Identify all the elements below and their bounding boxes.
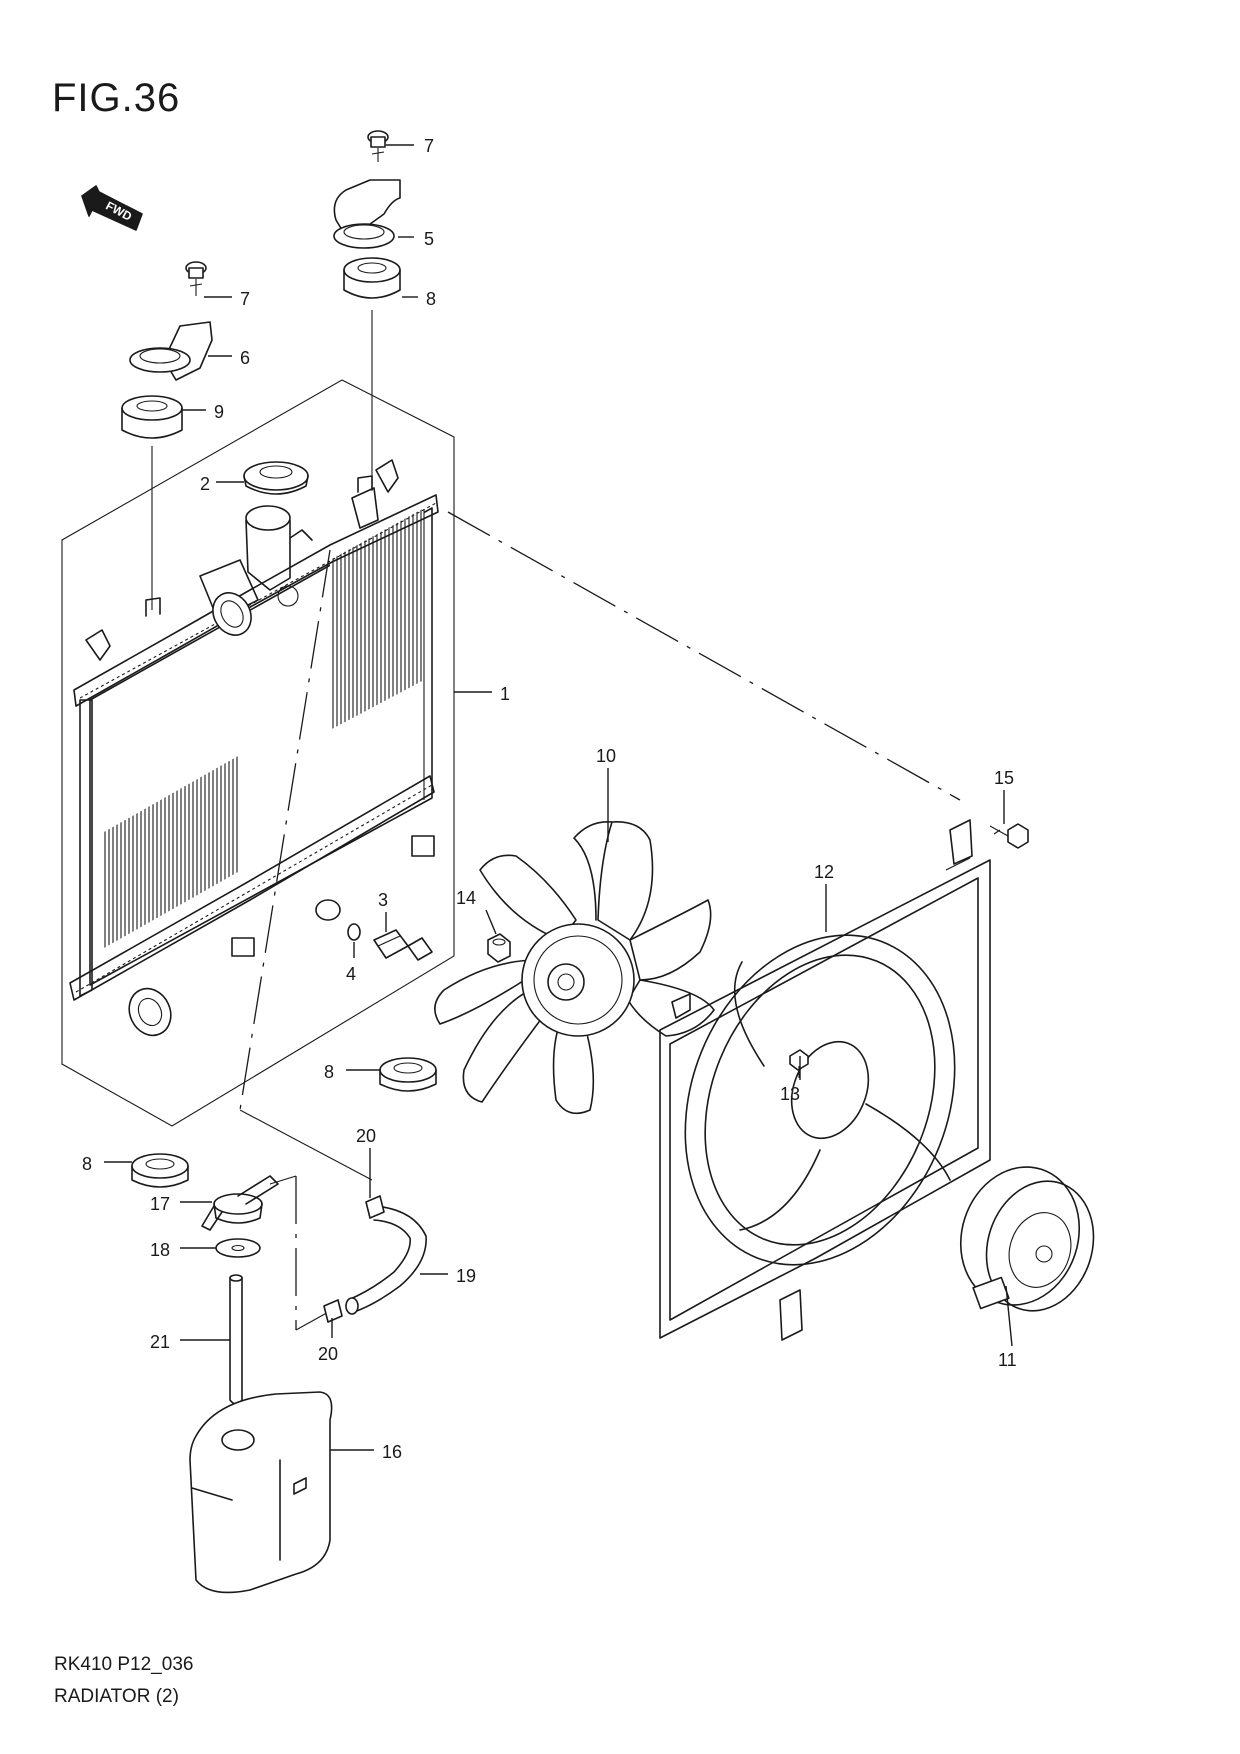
cap-packing — [215, 1238, 261, 1258]
upper-clamp-bracket — [333, 179, 401, 249]
radiator-cap — [243, 461, 309, 495]
fan-shroud — [659, 819, 991, 1341]
callout-4: 4 — [346, 964, 356, 984]
callout-19: 19 — [456, 1266, 476, 1286]
o-ring — [347, 923, 361, 941]
cooling-fan — [434, 821, 715, 1115]
hose-clip-upper — [365, 1195, 385, 1219]
callout-13: 13 — [780, 1084, 800, 1104]
callout-5: 5 — [424, 229, 434, 249]
callout-18: 18 — [150, 1240, 170, 1260]
callout-11: 11 — [998, 1350, 1017, 1370]
fan-motor — [959, 1166, 1095, 1312]
callout-8: 8 — [82, 1154, 92, 1174]
hose-clip-lower — [323, 1299, 343, 1323]
radiator — [69, 459, 439, 1037]
figure-name: RADIATOR (2) — [54, 1686, 179, 1707]
callout-14: 14 — [456, 888, 476, 908]
nut — [487, 933, 511, 963]
callout-20: 20 — [356, 1126, 376, 1146]
callout-12: 12 — [814, 862, 834, 882]
cushion-middle — [379, 1057, 437, 1092]
reservoir-tank — [189, 1391, 333, 1594]
bolt-upper — [367, 130, 389, 162]
callout-6: 6 — [240, 348, 250, 368]
lower-clamp-bracket — [129, 321, 213, 381]
leader-lines — [104, 144, 1013, 1451]
callout-labels: 7 5 8 7 6 9 2 1 3 4 10 14 12 15 13 11 8 … — [82, 136, 1017, 1462]
callout-16: 16 — [382, 1442, 402, 1462]
cushion-left — [131, 1153, 189, 1188]
figure-title: FIG.36 — [52, 76, 181, 120]
callout-1: 1 — [500, 684, 510, 704]
callout-2: 2 — [200, 474, 210, 494]
cushion-upper — [343, 257, 401, 299]
callout-3: 3 — [378, 890, 388, 910]
callout-21: 21 — [150, 1332, 170, 1352]
callout-7: 7 — [424, 136, 434, 156]
reservoir-cap — [201, 1175, 279, 1231]
bolt-lower — [185, 261, 207, 296]
figure-code: RK410 P12_036 — [54, 1654, 194, 1675]
callout-9: 9 — [214, 402, 224, 422]
reservoir-hose — [229, 1274, 243, 1405]
callout-10: 10 — [596, 746, 616, 766]
drain-plug — [373, 929, 433, 961]
forward-arrow-icon: FWD — [81, 185, 143, 231]
callout-17: 17 — [150, 1194, 170, 1214]
callout-7: 7 — [240, 289, 250, 309]
cushion-9 — [121, 395, 183, 439]
bolt-15 — [989, 823, 1029, 849]
radiator-group-outline — [61, 379, 455, 1127]
screw — [789, 1049, 809, 1078]
callout-8: 8 — [426, 289, 436, 309]
callout-8: 8 — [324, 1062, 334, 1082]
overflow-hose — [345, 1205, 427, 1315]
callout-15: 15 — [994, 768, 1014, 788]
callout-20: 20 — [318, 1344, 338, 1364]
